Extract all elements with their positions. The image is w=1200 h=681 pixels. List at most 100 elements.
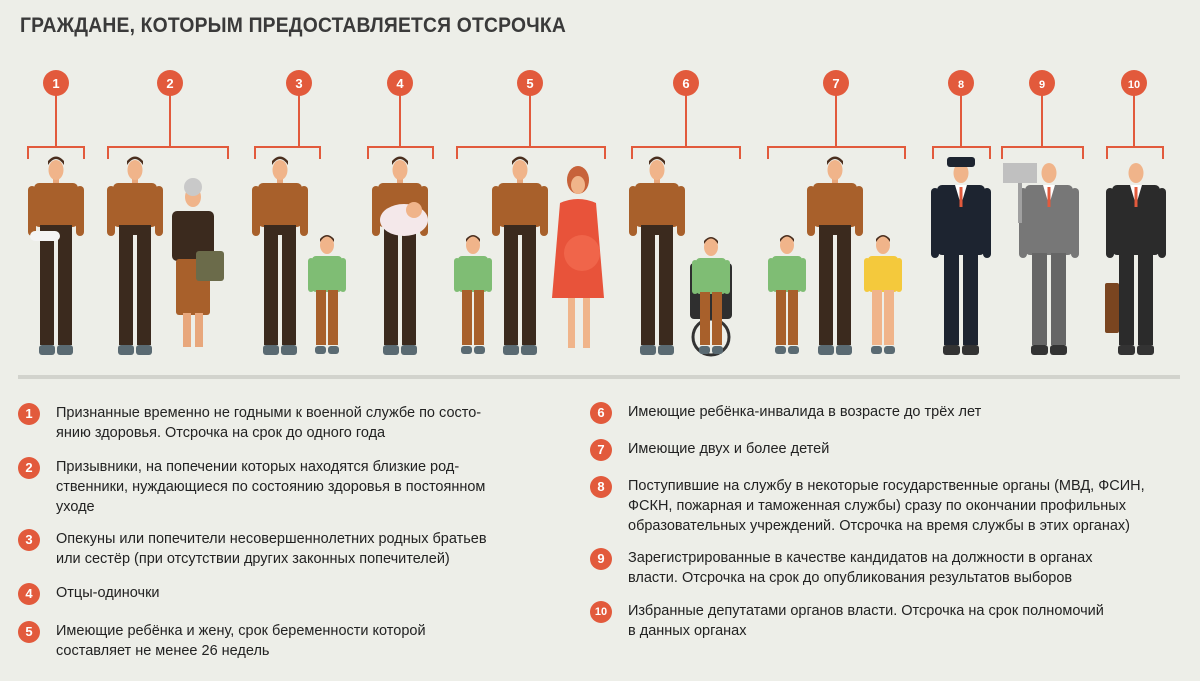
right-arm [677, 186, 685, 236]
right-leg [788, 290, 798, 345]
right-leg [282, 233, 296, 345]
left-shoe [640, 345, 656, 355]
marker-bracket [1001, 146, 1084, 159]
jacket [1112, 185, 1160, 255]
hair [780, 235, 794, 242]
torso [635, 183, 679, 227]
neck [277, 178, 283, 184]
group-marker-6: 6 [631, 70, 741, 159]
legend-line: составляет не менее 26 недель [56, 643, 270, 659]
jacket [937, 185, 985, 255]
marker-badge [43, 70, 69, 96]
father-of-two [807, 156, 863, 355]
right-arm [76, 186, 84, 236]
legend-line: ственники, нуждающиеся по состоянию здор… [56, 479, 486, 495]
head [827, 160, 843, 180]
right-shoe [884, 346, 895, 354]
marker-number: 3 [295, 76, 302, 91]
arm-cast [30, 231, 60, 241]
head [512, 160, 528, 180]
man-guardian [252, 156, 308, 355]
handbag [196, 251, 224, 281]
head [272, 160, 288, 180]
left-shoe [39, 345, 55, 355]
pelvis [641, 225, 673, 235]
group-marker-8: 8 [932, 70, 991, 159]
left-arm [252, 186, 260, 236]
belly [564, 235, 600, 271]
right-arm [724, 260, 730, 294]
right-shoe [1137, 345, 1154, 355]
group-marker-9: 9 [1001, 70, 1084, 159]
hair [512, 156, 528, 165]
page-title: ГРАЖДАНЕ, КОТОРЫМ ПРЕДОСТАВЛЯЕТСЯ ОТСРОЧ… [20, 14, 567, 37]
right-leg [137, 233, 151, 345]
marker-bracket [1106, 146, 1164, 159]
right-leg [58, 233, 72, 345]
neck [132, 178, 138, 184]
number-badge: 10 [590, 601, 612, 623]
torso [113, 183, 157, 227]
left-leg [819, 233, 833, 345]
hair [320, 235, 334, 242]
right-leg [884, 290, 894, 345]
right-shoe [836, 345, 852, 355]
legend-line: образовательных учреждений. Отсрочка на … [628, 518, 1131, 534]
torso [34, 183, 78, 227]
right-leg [474, 290, 484, 345]
right-arm [300, 186, 308, 236]
right-shoe [57, 345, 73, 355]
head [1128, 163, 1144, 183]
marker-number: 9 [1039, 79, 1045, 91]
left-leg [504, 233, 518, 345]
marker-number: 10 [1128, 79, 1140, 91]
legend-line: Призывники, на попечении которых находят… [56, 459, 460, 475]
right-shoe [712, 346, 723, 354]
legend-line: Имеющие ребёнка-инвалида в возрасте до т… [628, 404, 982, 420]
head [649, 160, 665, 180]
number-badge: 6 [590, 402, 612, 424]
legend-line: Отцы-одиночки [56, 585, 160, 601]
tie [959, 187, 963, 207]
legend-line: Имеющие двух и более детей [628, 441, 830, 457]
left-leg [872, 290, 882, 345]
tie [1134, 187, 1138, 207]
grey-hair [184, 178, 202, 196]
legend-line: Зарегистрированные в качестве кандидатов… [628, 550, 1093, 566]
right-leg [522, 233, 536, 345]
jacket [1025, 185, 1073, 255]
number-badge: 2 [18, 457, 40, 479]
hair [704, 237, 718, 244]
girl-child [864, 235, 902, 354]
left-arm [807, 186, 815, 236]
marker-badge [517, 70, 543, 96]
left-shoe [118, 345, 134, 355]
head [320, 236, 334, 254]
marker-badge [948, 70, 974, 96]
head [1041, 163, 1057, 183]
right-leg [1138, 253, 1153, 345]
candidate [1003, 163, 1079, 355]
hair [48, 156, 64, 165]
pregnant-woman [552, 166, 604, 348]
legend-line: янию здоровья. Отсрочка на срок до одног… [56, 425, 386, 441]
right-arm [1158, 188, 1166, 258]
pelvis [819, 225, 851, 235]
elderly-woman [172, 178, 224, 347]
marker-number: 6 [682, 76, 689, 91]
left-arm [768, 258, 774, 292]
group-marker-1: 1 [27, 70, 85, 159]
right-shoe [962, 345, 979, 355]
right-arm [540, 186, 548, 236]
group-marker-4: 4 [367, 70, 434, 159]
neck [53, 178, 59, 184]
right-arm [800, 258, 806, 292]
left-leg [40, 233, 54, 345]
legend-text: Отцы-одиночки [56, 583, 160, 603]
marker-badge [157, 70, 183, 96]
head [876, 236, 890, 254]
parent-of-disabled-child [629, 156, 685, 355]
left-shoe [818, 345, 834, 355]
torso [772, 256, 802, 292]
left-leg [944, 253, 959, 345]
